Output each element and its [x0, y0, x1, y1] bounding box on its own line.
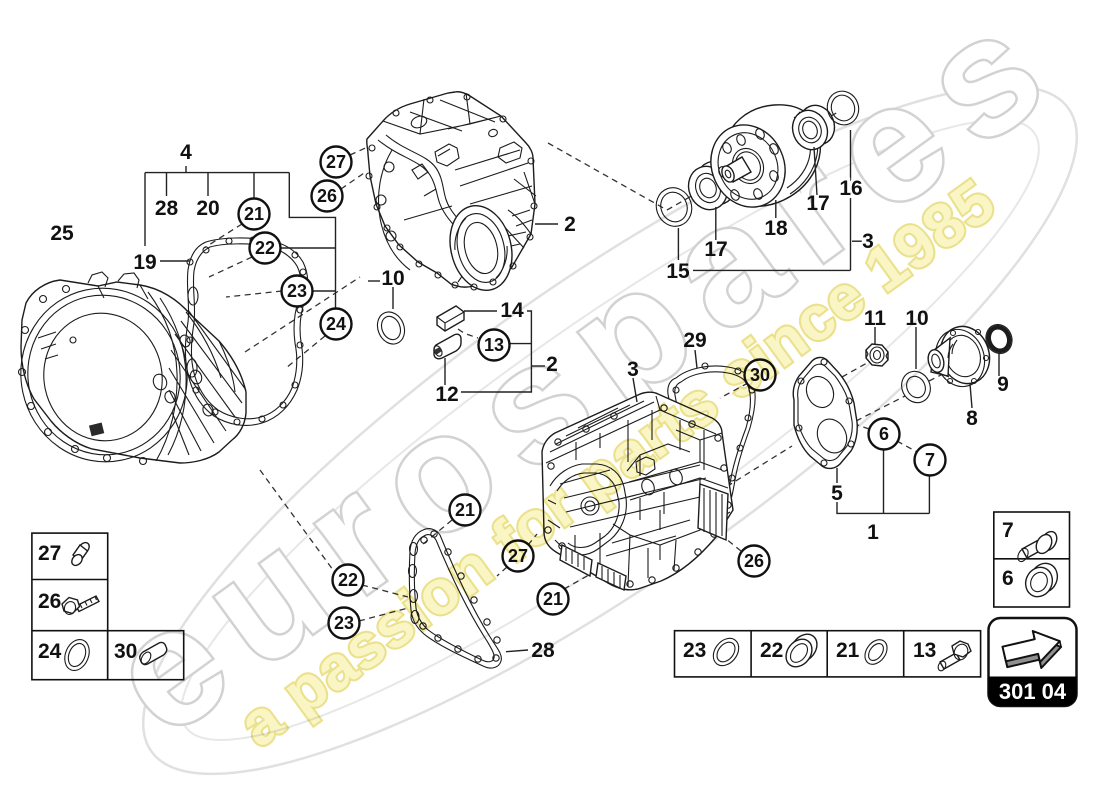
svg-text:23: 23 [334, 613, 354, 633]
svg-text:2: 2 [564, 213, 576, 236]
svg-text:24: 24 [326, 314, 346, 334]
svg-text:16: 16 [839, 177, 862, 200]
svg-text:21: 21 [455, 500, 475, 520]
svg-text:28: 28 [155, 197, 179, 220]
svg-text:12: 12 [435, 383, 458, 406]
svg-text:27: 27 [508, 546, 528, 566]
svg-text:26: 26 [744, 551, 764, 571]
svg-text:15: 15 [666, 260, 690, 283]
svg-text:20: 20 [196, 197, 219, 220]
svg-text:30: 30 [750, 365, 770, 385]
svg-text:17: 17 [806, 192, 829, 215]
svg-text:6: 6 [1002, 567, 1014, 590]
svg-text:6: 6 [879, 424, 889, 444]
svg-text:22: 22 [255, 238, 275, 258]
svg-text:5: 5 [831, 482, 843, 505]
svg-text:17: 17 [704, 238, 727, 261]
svg-text:13: 13 [913, 639, 936, 662]
svg-text:4: 4 [180, 141, 192, 164]
svg-text:25: 25 [50, 222, 74, 245]
svg-text:7: 7 [925, 450, 935, 470]
svg-text:10: 10 [905, 307, 928, 330]
svg-text:2: 2 [546, 353, 558, 376]
svg-text:11: 11 [864, 307, 887, 330]
svg-text:30: 30 [114, 640, 137, 663]
svg-text:3: 3 [862, 230, 874, 253]
svg-text:26: 26 [317, 186, 337, 206]
svg-text:14: 14 [500, 299, 524, 322]
svg-text:27: 27 [38, 542, 61, 565]
svg-text:19: 19 [133, 251, 156, 274]
svg-text:22: 22 [760, 639, 783, 662]
svg-text:21: 21 [836, 639, 860, 662]
svg-text:10: 10 [381, 267, 404, 290]
svg-text:29: 29 [683, 329, 706, 352]
svg-text:23: 23 [287, 281, 307, 301]
svg-text:21: 21 [543, 589, 563, 609]
svg-text:8: 8 [966, 407, 978, 430]
svg-text:301 04: 301 04 [999, 679, 1067, 704]
svg-text:13: 13 [484, 335, 504, 355]
svg-text:22: 22 [338, 570, 358, 590]
svg-text:18: 18 [764, 217, 788, 240]
svg-text:27: 27 [326, 152, 346, 172]
svg-text:21: 21 [244, 204, 264, 224]
svg-text:26: 26 [38, 590, 61, 613]
svg-text:28: 28 [531, 639, 555, 662]
svg-text:7: 7 [1002, 519, 1014, 542]
svg-text:9: 9 [997, 373, 1009, 396]
svg-text:23: 23 [683, 639, 706, 662]
svg-text:1: 1 [867, 521, 879, 544]
svg-text:3: 3 [627, 358, 639, 381]
svg-text:24: 24 [38, 640, 62, 663]
